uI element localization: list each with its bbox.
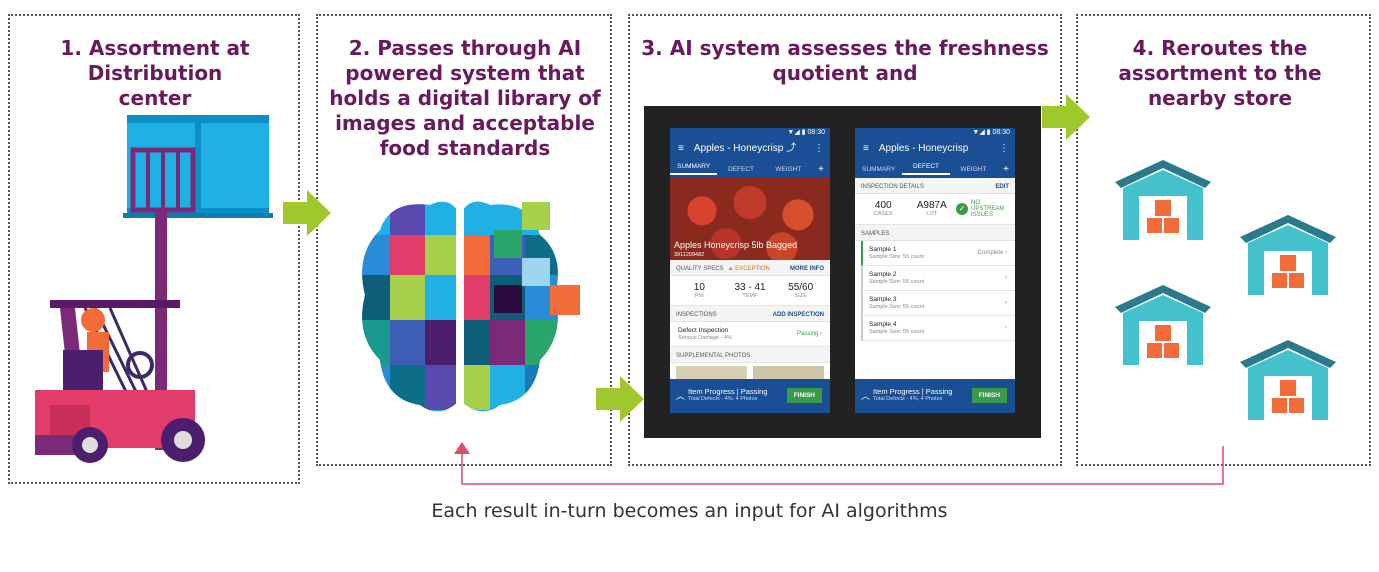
more-info-link[interactable]: MORE INFO xyxy=(790,266,824,272)
app-bar: ≡ Apples - Honeycrisp ⋮ xyxy=(855,138,1015,160)
tab-bar: SUMMARY DEFECT WEIGHT + xyxy=(670,160,830,178)
check-circle-icon: ✓ xyxy=(956,203,968,215)
status-bar: ▼◢ ▮ 08:30 xyxy=(855,128,1015,138)
more-icon[interactable]: ⋮ xyxy=(814,143,824,154)
finish-button[interactable]: FINISH xyxy=(971,388,1007,403)
tab-bar: SUMMARY DEFECT WEIGHT + xyxy=(855,160,1015,178)
add-inspection-button[interactable]: ADD INSPECTION xyxy=(772,312,824,318)
progress-title: Item Progress | Passing xyxy=(873,387,953,396)
inspection-details-header: INSPECTION DETAILS EDIT xyxy=(855,178,1015,194)
quality-specs-header: QUALITY SPECS▲ EXCEPTION MORE INFO xyxy=(670,260,830,276)
inspections-label: INSPECTIONS xyxy=(676,312,717,318)
pixel-squares-decoration xyxy=(494,202,580,315)
app-title: Apples - Honeycrisp xyxy=(878,143,969,154)
forklift-illustration xyxy=(35,115,273,463)
panel-1 xyxy=(8,14,300,484)
supplemental-photos-header: SUPPLEMENTAL PHOTOS xyxy=(670,347,830,363)
edit-link[interactable]: EDIT xyxy=(995,184,1009,190)
defect-status: Passing › xyxy=(796,331,822,337)
inspection-details-label: INSPECTION DETAILS xyxy=(861,184,924,190)
feedback-loop-arrow xyxy=(454,442,1224,485)
samples-header: SAMPLES xyxy=(855,225,1015,241)
panel-4-title: 4. Reroutes the assortment to the nearby… xyxy=(1118,36,1322,110)
tab-summary[interactable]: SUMMARY xyxy=(670,163,718,175)
warehouse-icon xyxy=(1115,160,1211,240)
chevron-up-icon[interactable]: ︿ xyxy=(861,391,871,401)
phone-summary-screen: ▼◢ ▮ 08:30 ≡ Apples - Honeycrisp ⤴ ⋮ SUMM… xyxy=(670,128,830,413)
sample-status: › xyxy=(1005,325,1007,331)
flow-arrow-3-to-4 xyxy=(1042,94,1090,140)
inspections-header: INSPECTIONS ADD INSPECTION xyxy=(670,306,830,322)
exception-badge: ▲ EXCEPTION xyxy=(727,266,770,272)
feedback-caption: Each result in-turn becomes an input for… xyxy=(431,500,948,522)
progress-sub: Total Defects - 4%, 4 Photos xyxy=(688,396,758,402)
more-icon[interactable]: ⋮ xyxy=(999,143,1009,154)
warehouse-icon xyxy=(1115,285,1211,365)
ai-brain-illustration xyxy=(362,195,558,425)
add-tab-button[interactable]: + xyxy=(1003,163,1009,175)
panel-2 xyxy=(316,14,612,466)
sample-status: Complete › xyxy=(977,250,1007,256)
status-bar: ▼◢ ▮ 08:30 xyxy=(670,128,830,138)
no-issues-status: ✓ NO UPSTREAM ISSUES xyxy=(956,200,1011,218)
sample-status: › xyxy=(1005,275,1007,281)
panel-1-title: 1. Assortment at Distribution center xyxy=(60,36,250,110)
tab-defect[interactable]: DEFECT xyxy=(902,163,950,175)
app-title: Apples - Honeycrisp ⤴ xyxy=(693,143,797,154)
flow-arrow-1-to-2 xyxy=(283,190,331,236)
add-tab-button[interactable]: + xyxy=(818,163,824,175)
panel-3 xyxy=(628,14,1062,466)
warehouse-icon xyxy=(1240,215,1336,295)
flow-arrow-2-to-3 xyxy=(596,376,644,422)
product-code: 3911209482 xyxy=(674,252,705,258)
tab-defect[interactable]: DEFECT xyxy=(727,165,754,173)
warehouse-icon xyxy=(1240,340,1336,420)
panel-2-title: 2. Passes through AI powered system that… xyxy=(329,36,601,160)
chevron-up-icon[interactable]: ︿ xyxy=(676,391,686,401)
sample-status: › xyxy=(1005,300,1007,306)
tab-weight[interactable]: WEIGHT xyxy=(960,165,987,173)
menu-icon[interactable]: ≡ xyxy=(863,143,869,154)
tab-weight[interactable]: WEIGHT xyxy=(775,165,802,173)
finish-button[interactable]: FINISH xyxy=(786,388,822,403)
quality-specs-label: QUALITY SPECS xyxy=(676,266,724,272)
panel-3-title: 3. AI system assesses the freshness quot… xyxy=(641,36,1049,85)
progress-title: Item Progress | Passing xyxy=(688,387,768,396)
app-bar: ≡ Apples - Honeycrisp ⤴ ⋮ xyxy=(670,138,830,160)
menu-icon[interactable]: ≡ xyxy=(678,143,684,154)
product-title: Apples Honeycrisp 5lb Bagged xyxy=(674,240,798,250)
product-hero-image: Apples Honeycrisp 5lb Bagged 3911209482 xyxy=(670,178,830,260)
phone-defect-screen: ▼◢ ▮ 08:30 ≡ Apples - Honeycrisp ⋮ SUMMAR… xyxy=(855,128,1015,413)
tab-summary[interactable]: SUMMARY xyxy=(862,165,896,173)
warehouse-icons xyxy=(1115,160,1336,420)
progress-sub: Total Defects - 4%, 4 Photos xyxy=(873,396,943,402)
